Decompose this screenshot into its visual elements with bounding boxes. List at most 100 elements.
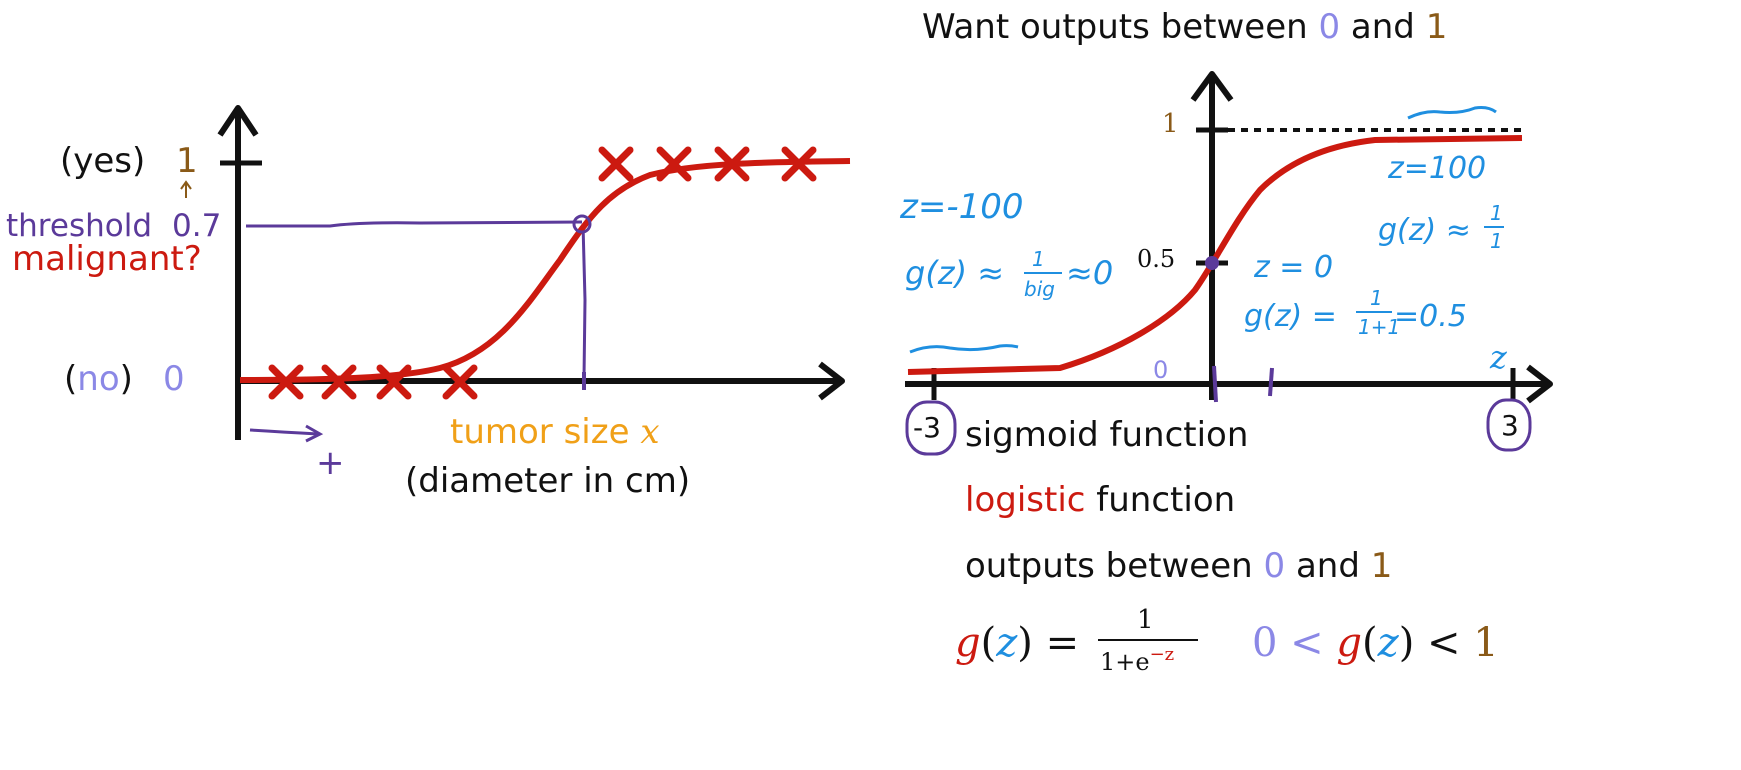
formula-g: g bbox=[955, 620, 981, 666]
formula-z: z bbox=[995, 620, 1018, 666]
tick-label-one: 1 bbox=[1162, 109, 1179, 139]
tick-label-neg3: -3 bbox=[913, 411, 941, 444]
yes-value: 1 bbox=[176, 141, 198, 181]
formula-open-paren: ( bbox=[981, 620, 997, 666]
right-y-axis-arrow bbox=[1190, 71, 1234, 102]
right-x-axis-arrow bbox=[1526, 364, 1553, 404]
left-y-axis-arrow bbox=[217, 105, 259, 137]
threshold-value: 0.7 bbox=[172, 208, 221, 244]
formula-den-base: 1+e bbox=[1100, 648, 1150, 676]
header-one: 1 bbox=[1426, 7, 1448, 47]
ineq-zero: 0 bbox=[1252, 620, 1277, 666]
no-label-open: ( bbox=[64, 359, 77, 399]
formula-denominator: 1+e−z bbox=[1100, 644, 1174, 676]
header-prefix: Want outputs between bbox=[922, 7, 1318, 47]
formula-close-paren: ) bbox=[1017, 620, 1033, 666]
ineq-lt2: < bbox=[1414, 620, 1473, 666]
x-mark bbox=[656, 146, 692, 182]
plus-mark: + bbox=[316, 443, 345, 483]
annotation-g-pos-den: 1 bbox=[1490, 229, 1503, 253]
tick-label-zero: 0 bbox=[1153, 356, 1168, 384]
formula-den-exp: −z bbox=[1150, 644, 1175, 665]
x-axis-label-main: tumor size bbox=[450, 412, 640, 452]
note-outputs-and: and bbox=[1285, 546, 1371, 586]
ineq-lt1: < bbox=[1277, 620, 1336, 666]
right-header: Want outputs between 0 and 1 bbox=[922, 7, 1447, 47]
no-label-close: ) bbox=[120, 359, 133, 399]
left-plot: + (yes) 1 threshold 0.7 malignant? (no) … bbox=[6, 105, 851, 501]
yes-label: (yes) bbox=[60, 141, 145, 181]
x-mark bbox=[321, 364, 357, 400]
tick-one-mark bbox=[1268, 367, 1274, 397]
threshold-line bbox=[246, 220, 583, 228]
annotation-g-neg-den: big bbox=[1024, 277, 1055, 301]
neg3-circle bbox=[905, 400, 957, 456]
annotation-g-zero-num: 1 bbox=[1370, 286, 1383, 310]
x-mark bbox=[442, 364, 478, 400]
note-sigmoid: sigmoid function bbox=[965, 415, 1248, 455]
annotation-g-zero-den: 1+1 bbox=[1358, 315, 1400, 339]
no-label-word: no bbox=[77, 359, 119, 399]
annotation-g-pos-prefix: g(z) ≈ bbox=[1378, 213, 1471, 248]
ineq-one: 1 bbox=[1473, 620, 1498, 666]
note-logistic-rest: function bbox=[1085, 480, 1235, 520]
annotation-g-zero-suffix: =0.5 bbox=[1394, 299, 1467, 334]
annotation-g-pos-num: 1 bbox=[1490, 201, 1503, 225]
annotation-z-pos: z=100 bbox=[1387, 151, 1486, 186]
annotation-z-neg: z=-100 bbox=[899, 187, 1024, 227]
increase-arrow-head bbox=[305, 424, 324, 443]
note-outputs-one: 1 bbox=[1371, 546, 1393, 586]
note-outputs-prefix: outputs between bbox=[965, 546, 1264, 586]
annotation-g-neg-num: 1 bbox=[1032, 247, 1045, 271]
note-logistic-red: logistic bbox=[965, 480, 1085, 520]
annotation-g-zero-prefix: g(z) = bbox=[1244, 299, 1337, 334]
annotation-z-zero: z = 0 bbox=[1253, 250, 1333, 285]
threshold-drop-line bbox=[581, 223, 587, 379]
note-outputs: outputs between 0 and 1 bbox=[965, 546, 1392, 586]
positive-samples bbox=[598, 146, 817, 182]
left-sigmoid-curve bbox=[239, 158, 851, 383]
pos3-circle bbox=[1486, 398, 1532, 452]
note-logistic: logistic function bbox=[965, 480, 1235, 520]
x-mark bbox=[376, 364, 412, 400]
formula-numerator: 1 bbox=[1137, 605, 1154, 635]
midpoint-dot bbox=[1205, 256, 1219, 270]
squiggle-right bbox=[1407, 106, 1497, 120]
right-sigmoid-curve bbox=[907, 135, 1523, 375]
ineq-open-paren: ( bbox=[1362, 620, 1378, 666]
ineq-g: g bbox=[1336, 620, 1362, 666]
x-axis-sublabel: (diameter in cm) bbox=[405, 461, 690, 501]
axis-z-label: z bbox=[1489, 338, 1508, 376]
formula-lhs: g(z) = bbox=[955, 620, 1079, 666]
y-axis-label: malignant? bbox=[12, 239, 202, 279]
yes-arrow-head bbox=[180, 180, 192, 190]
squiggle-left bbox=[909, 344, 1019, 354]
formula-eq: = bbox=[1033, 620, 1079, 666]
notes: sigmoid function logistic function outpu… bbox=[955, 415, 1499, 676]
x-mark bbox=[268, 364, 304, 400]
x-mark bbox=[781, 146, 817, 182]
tick-zero-mark bbox=[1212, 365, 1218, 403]
threshold-label: threshold bbox=[6, 208, 152, 244]
annotation-g-neg-suffix: ≈0 bbox=[1066, 254, 1113, 292]
header-and: and bbox=[1340, 7, 1426, 47]
ineq-z: z bbox=[1377, 620, 1400, 666]
no-label: (no) bbox=[64, 359, 133, 399]
x-axis-label-var: x bbox=[640, 412, 659, 452]
threshold-point bbox=[572, 214, 592, 234]
increase-arrow bbox=[249, 428, 319, 436]
no-value: 0 bbox=[163, 359, 185, 399]
tick-label-pos3: 3 bbox=[1501, 409, 1519, 442]
x-mark bbox=[714, 146, 750, 182]
annotation-g-neg-prefix: g(z) ≈ bbox=[905, 254, 1004, 292]
tick-label-half: 0.5 bbox=[1137, 245, 1175, 273]
x-mark bbox=[598, 146, 634, 182]
x-axis-label: tumor size x bbox=[450, 412, 660, 452]
header-zero: 0 bbox=[1318, 7, 1340, 47]
negative-samples bbox=[268, 364, 478, 400]
right-plot: Want outputs between 0 and 1 1 0.5 0 z -… bbox=[899, 7, 1553, 456]
ineq-close-paren: ) bbox=[1399, 620, 1415, 666]
left-x-axis-arrow bbox=[818, 361, 845, 401]
note-outputs-zero: 0 bbox=[1264, 546, 1286, 586]
